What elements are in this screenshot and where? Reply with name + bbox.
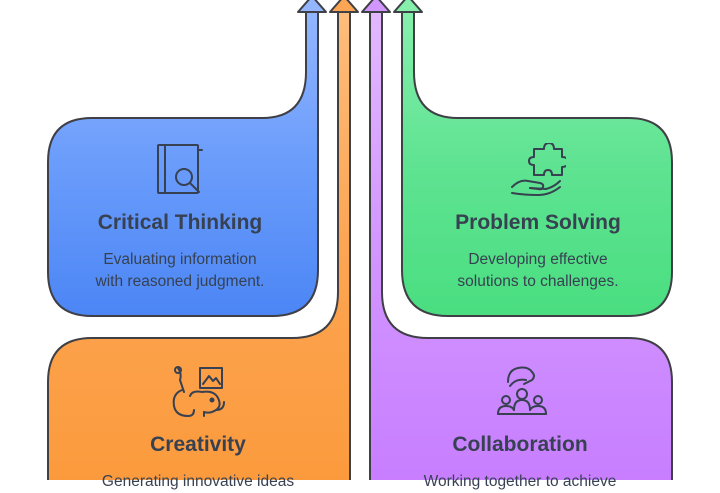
card-desc-problem-solving-line2: solutions to challenges. — [457, 273, 619, 290]
card-desc-critical-thinking-line1: Evaluating information — [103, 251, 257, 268]
puzzle-hand-icon — [510, 143, 566, 197]
diagram-shapes — [47, 0, 673, 480]
card-desc-creativity-line1: Generating innovative ideas — [101, 473, 295, 490]
card-problem-solving-shape — [401, 9, 673, 317]
palette-elephant-icon — [170, 366, 228, 418]
skills-diagram: Critical Thinking Evaluating information… — [47, 0, 673, 490]
card-desc-critical-thinking-line2: with reasoned judgment. — [95, 273, 265, 290]
card-title-problem-solving: Problem Solving — [455, 211, 621, 234]
card-desc-collaboration-line1: Working together to achieve — [423, 473, 617, 490]
arrow-head-orange — [329, 0, 359, 13]
card-title-creativity: Creativity — [150, 433, 246, 456]
book-magnifier-icon — [155, 142, 209, 198]
card-collaboration-shape — [369, 9, 673, 480]
card-creativity-shape — [47, 9, 351, 480]
card-title-critical-thinking: Critical Thinking — [97, 211, 263, 234]
card-critical-thinking-shape — [47, 9, 319, 317]
arrow-head-green — [393, 0, 423, 13]
team-hand-icon — [494, 364, 550, 418]
card-title-collaboration: Collaboration — [452, 433, 588, 456]
arrow-head-purple — [361, 0, 391, 13]
arrow-head-blue — [297, 0, 327, 13]
card-desc-problem-solving-line1: Developing effective — [468, 251, 608, 268]
